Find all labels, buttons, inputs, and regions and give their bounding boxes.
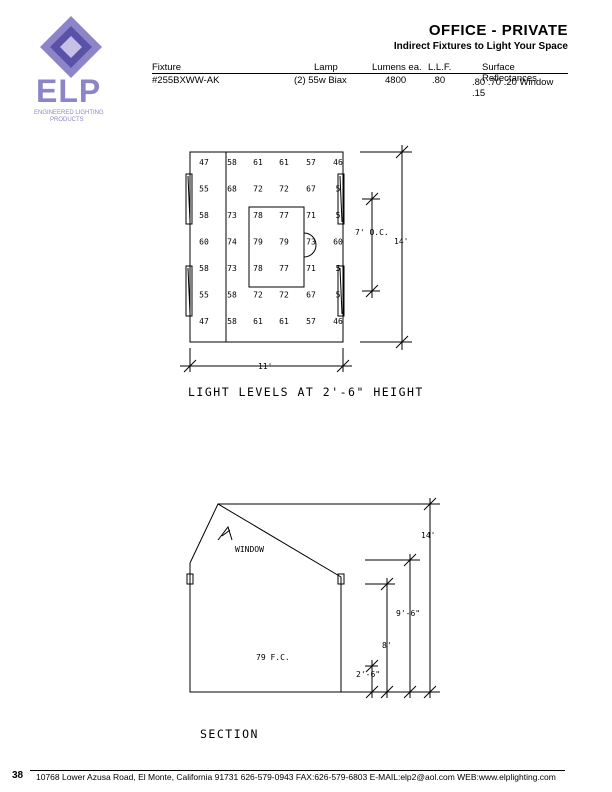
light-level-value: 79 bbox=[279, 238, 289, 247]
light-level-value: 71 bbox=[306, 264, 316, 273]
spec-value-reflectances: .80 .70 .20 Window .15 bbox=[472, 77, 554, 99]
light-level-value: 67 bbox=[306, 291, 316, 300]
light-level-value: 57 bbox=[306, 317, 316, 326]
fc-label: 79 F.C. bbox=[256, 653, 290, 662]
light-level-value: 73 bbox=[227, 211, 237, 220]
logo: ELP ENGINEERED LIGHTING PRODUCTS bbox=[30, 12, 110, 123]
spec-divider bbox=[152, 73, 568, 74]
spec-value-fixture: #255BXWW-AK bbox=[152, 75, 220, 86]
page-subtitle: Indirect Fixtures to Light Your Space bbox=[393, 41, 568, 52]
light-level-value: 61 bbox=[279, 317, 289, 326]
light-level-value: 47 bbox=[199, 317, 209, 326]
fixture-right-top bbox=[337, 173, 345, 225]
light-level-value: 58 bbox=[227, 158, 237, 167]
window-marker bbox=[217, 525, 233, 541]
dim-8-label: 8' bbox=[382, 641, 392, 650]
light-level-value: 61 bbox=[253, 317, 263, 326]
section-drawing: WINDOW 79 F.C. 14' 9'-6" 8' 2'-6" bbox=[186, 497, 440, 699]
dim-2-6-label: 2'-6" bbox=[356, 670, 380, 679]
light-level-value: 77 bbox=[279, 264, 289, 273]
dim-11-label: 11' bbox=[258, 362, 272, 371]
light-level-value: 58 bbox=[199, 264, 209, 273]
light-level-value: 58 bbox=[227, 291, 237, 300]
light-level-value: 5 bbox=[336, 291, 341, 300]
spec-value-lamp: (2) 55w Biax bbox=[294, 75, 347, 86]
spec-header-llf: L.L.F. bbox=[428, 62, 452, 73]
fixture-left-top bbox=[185, 173, 193, 225]
section-caption: SECTION bbox=[200, 727, 259, 741]
footer-address: 10768 Lower Azusa Road, El Monte, Califo… bbox=[36, 772, 556, 782]
light-level-value: 72 bbox=[253, 291, 263, 300]
light-level-value: 73 bbox=[227, 264, 237, 273]
light-level-value: 78 bbox=[253, 211, 263, 220]
logo-tagline-1: ENGINEERED LIGHTING bbox=[34, 110, 104, 116]
light-level-value: 57 bbox=[306, 158, 316, 167]
spec-header-reflectances: Surface Reflectances bbox=[482, 62, 537, 84]
light-level-value: 60 bbox=[333, 238, 343, 247]
diamond-logo-icon bbox=[40, 16, 102, 78]
page-title: OFFICE - PRIVATE bbox=[428, 22, 568, 39]
light-level-value: 68 bbox=[227, 185, 237, 194]
fixture-left-bottom bbox=[185, 265, 193, 317]
light-level-value: 5 bbox=[336, 211, 341, 220]
light-level-value: 46 bbox=[333, 158, 343, 167]
desk bbox=[248, 206, 305, 288]
footer-rule bbox=[30, 770, 565, 771]
light-level-value: 71 bbox=[306, 211, 316, 220]
light-level-value: 46 bbox=[333, 317, 343, 326]
dim-14-label: 14' bbox=[394, 237, 408, 246]
light-level-value: 72 bbox=[279, 185, 289, 194]
light-level-value: 72 bbox=[253, 185, 263, 194]
light-level-value: 55 bbox=[199, 291, 209, 300]
light-level-value: 47 bbox=[199, 158, 209, 167]
section-fixture-left bbox=[186, 573, 194, 585]
window-label: WINDOW bbox=[235, 545, 264, 554]
logo-brand: ELP bbox=[36, 73, 102, 109]
section-fixture-right bbox=[337, 573, 345, 585]
chair bbox=[303, 232, 317, 258]
dim-total-label: 14' bbox=[421, 531, 435, 540]
light-level-value: 61 bbox=[279, 158, 289, 167]
section-outline bbox=[189, 503, 342, 693]
fixture-right-bottom bbox=[337, 265, 345, 317]
spec-value-lumens: 4800 bbox=[385, 75, 407, 86]
dim-oc-label: 7' O.C. bbox=[355, 228, 389, 237]
spec-header-fixture: Fixture bbox=[152, 62, 182, 73]
spec-value-llf: .80 bbox=[432, 75, 446, 86]
spec-header-lumens: Lumens ea. bbox=[372, 62, 422, 73]
dim-9-6-label: 9'-6" bbox=[396, 609, 420, 618]
light-level-value: 79 bbox=[253, 238, 263, 247]
light-level-value: 74 bbox=[227, 238, 237, 247]
light-level-value: 58 bbox=[199, 211, 209, 220]
spec-table: Fixture Lamp Lumens ea. L.L.F. Surface R… bbox=[152, 62, 568, 99]
light-level-value: 5 bbox=[336, 264, 341, 273]
light-level-value: 61 bbox=[253, 158, 263, 167]
logo-tagline-2: PRODUCTS bbox=[50, 117, 84, 123]
light-level-value: 60 bbox=[199, 238, 209, 247]
light-level-value: 5 bbox=[336, 185, 341, 194]
light-level-value: 67 bbox=[306, 185, 316, 194]
page-number: 38 bbox=[12, 770, 24, 781]
light-level-value: 72 bbox=[279, 291, 289, 300]
plan-caption: LIGHT LEVELS AT 2'-6" HEIGHT bbox=[188, 385, 424, 399]
light-level-value: 58 bbox=[227, 317, 237, 326]
spec-header-lamp: Lamp bbox=[314, 62, 338, 73]
light-level-value: 55 bbox=[199, 185, 209, 194]
room-outline bbox=[189, 151, 344, 343]
light-level-value: 78 bbox=[253, 264, 263, 273]
light-level-value: 77 bbox=[279, 211, 289, 220]
light-level-value: 73 bbox=[306, 238, 316, 247]
